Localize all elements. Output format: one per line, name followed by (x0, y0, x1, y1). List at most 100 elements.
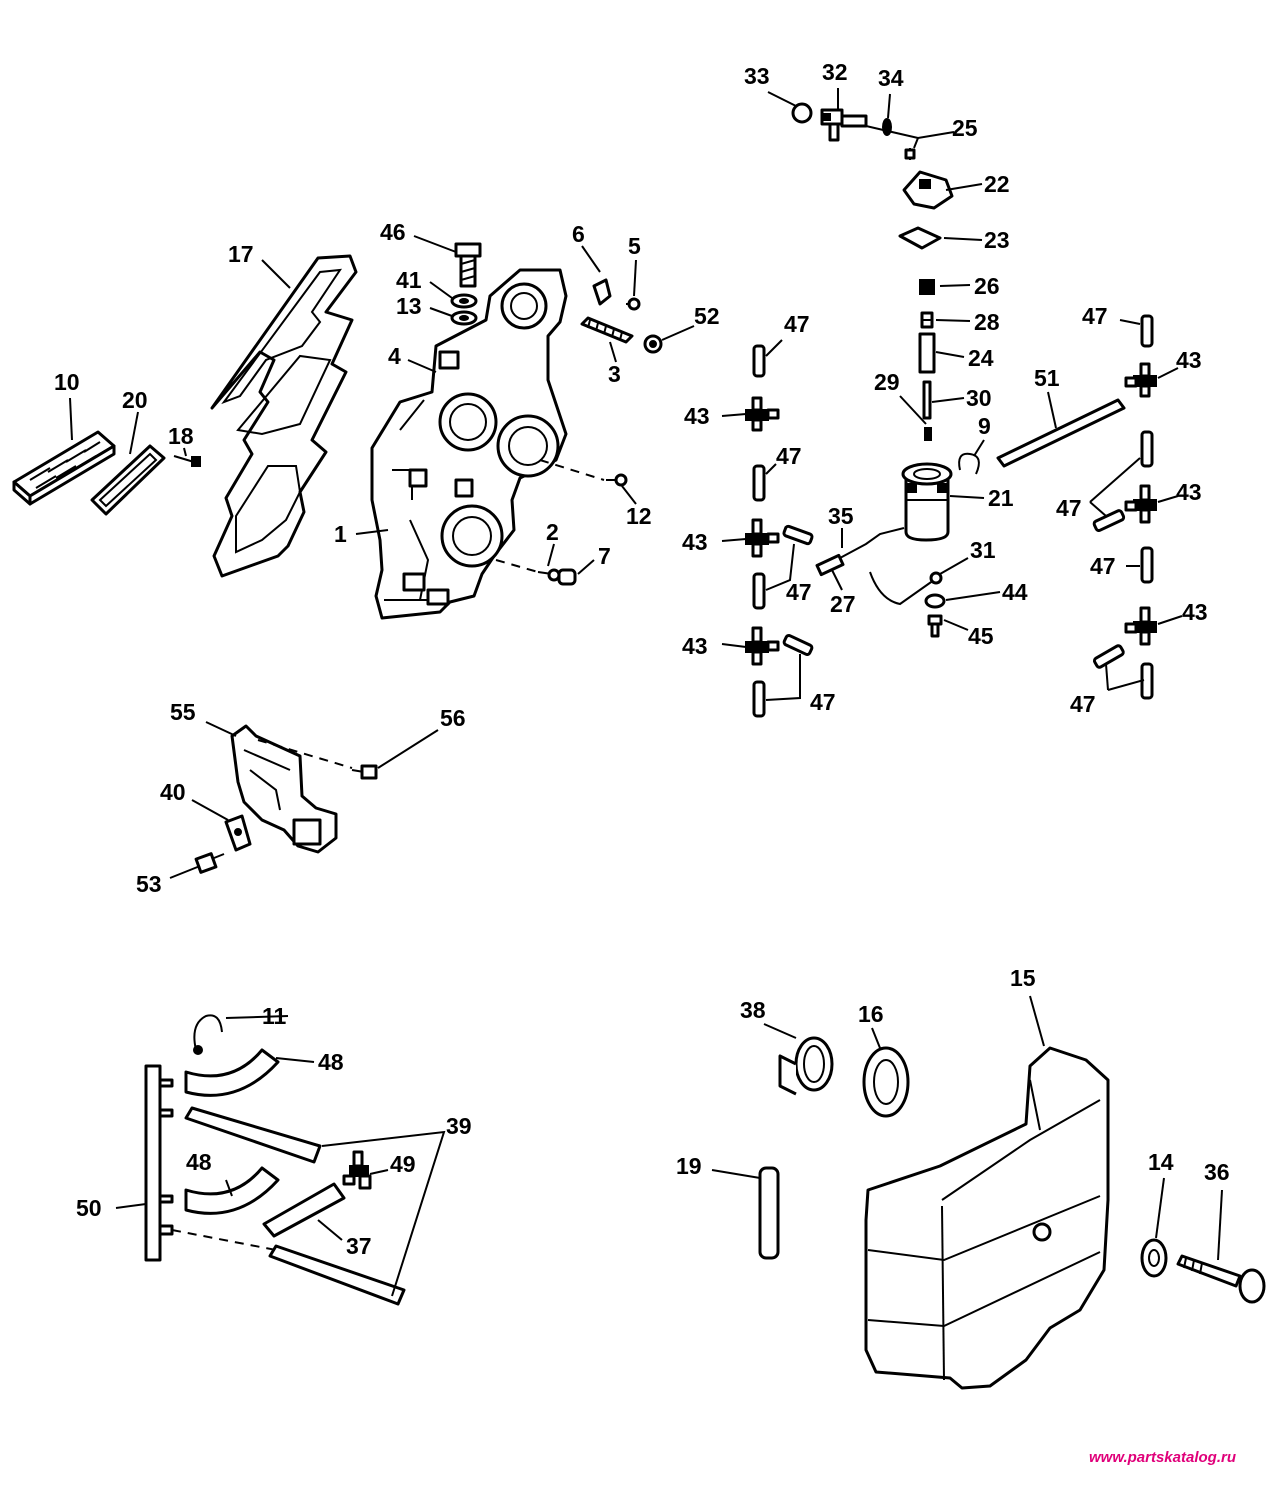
callout-17: 17 (228, 241, 254, 267)
callout-51: 51 (1034, 365, 1060, 391)
callout-47: 47 (810, 689, 836, 715)
part-49-fitting (342, 1150, 372, 1190)
dashed-line (539, 459, 605, 481)
callout-43: 43 (1176, 347, 1202, 373)
part-45-screw (927, 614, 943, 638)
callout-10: 10 (54, 369, 80, 395)
part-43-fitting (1124, 484, 1157, 524)
part-36-screw (1176, 1254, 1266, 1304)
callout-30: 30 (966, 385, 992, 411)
part-38-grommet (778, 1036, 834, 1096)
callout-44: 44 (1002, 579, 1028, 605)
callout-6: 6 (572, 221, 585, 247)
part-37-hose (262, 1182, 346, 1238)
callout-13: 13 (396, 293, 422, 319)
part-5-screw (626, 297, 641, 311)
part-48-elbow-hose (184, 1048, 280, 1097)
callout-16: 16 (858, 1001, 884, 1027)
leader-lines (69, 88, 1223, 1297)
part-56-screw (351, 764, 378, 780)
part-35-wire (839, 527, 905, 559)
part-47-hose (1092, 644, 1125, 669)
part-16-seal (862, 1046, 910, 1118)
part-7-cap (557, 568, 577, 586)
callout-29: 29 (874, 369, 900, 395)
part-3-stud (580, 316, 634, 344)
callout-55: 55 (170, 699, 196, 725)
part-31-lead (869, 571, 943, 606)
callout-7: 7 (598, 543, 611, 569)
callout-2: 2 (546, 519, 559, 545)
part-47-hose (752, 680, 766, 718)
part-25-screw (904, 148, 916, 160)
part-47-hose (1092, 509, 1126, 532)
dashed-line (257, 739, 353, 769)
part-18-screw (173, 455, 201, 467)
callout-3: 3 (608, 361, 621, 387)
part-1-housing (370, 268, 568, 620)
part-27-connector (815, 553, 845, 577)
part-43-fitting (745, 396, 780, 432)
callout-4: 4 (388, 343, 401, 369)
callout-50: 50 (76, 1195, 102, 1221)
callout-26: 26 (974, 273, 1000, 299)
part-12-screw (606, 473, 628, 487)
callout-19: 19 (676, 1153, 702, 1179)
callout-35: 35 (828, 503, 854, 529)
callout-43: 43 (1182, 599, 1208, 625)
callout-24: 24 (968, 345, 994, 371)
callout-41: 41 (396, 267, 422, 293)
part-22-bracket (902, 170, 954, 210)
callout-47: 47 (1070, 691, 1096, 717)
callout-40: 40 (160, 779, 186, 805)
part-50-manifold (144, 1064, 174, 1262)
part-43-fitting (1124, 362, 1157, 398)
part-47-hose (752, 572, 766, 610)
part-55-bracket (230, 724, 338, 854)
callout-48: 48 (318, 1049, 344, 1075)
part-52-nut (643, 334, 663, 354)
part-40-plate (224, 814, 252, 852)
part-53-screw (194, 852, 225, 874)
watermark-text: www.partskatalog.ru (1089, 1449, 1236, 1466)
callout-52: 52 (694, 303, 720, 329)
part-43-fitting (745, 518, 780, 558)
part-11-clamp (193, 1014, 223, 1055)
callout-47: 47 (1056, 495, 1082, 521)
part-32-fitting (820, 108, 868, 142)
callout-47: 47 (1082, 303, 1108, 329)
callout-31: 31 (970, 537, 996, 563)
part-20-reed-gasket (90, 444, 166, 516)
part-47-hose (1140, 546, 1154, 584)
callout-14: 14 (1148, 1149, 1174, 1175)
part-14-washer (1140, 1238, 1168, 1278)
part-29-spring (924, 427, 932, 441)
part-28-cap (920, 311, 934, 329)
callout-20: 20 (122, 387, 148, 413)
part-26-nut (919, 279, 935, 295)
part-43-fitting (1124, 606, 1157, 646)
part-47-hose (752, 344, 766, 378)
callout-27: 27 (830, 591, 856, 617)
callout-labels: 10 20 18 17 1 46 41 13 4 6 5 3 52 12 2 7… (54, 59, 1230, 1259)
callout-43: 43 (682, 633, 708, 659)
part-47-hose (782, 634, 814, 656)
part-44-washer (924, 593, 946, 609)
callout-43: 43 (684, 403, 710, 429)
callout-43: 43 (682, 529, 708, 555)
callout-36: 36 (1204, 1159, 1230, 1185)
part-10-reed-block (12, 430, 116, 506)
callout-12: 12 (626, 503, 652, 529)
part-34-o-ring (882, 118, 892, 136)
callout-28: 28 (974, 309, 1000, 335)
callout-15: 15 (1010, 965, 1036, 991)
part-43-fitting (745, 626, 780, 666)
callout-21: 21 (988, 485, 1014, 511)
callout-32: 32 (822, 59, 848, 85)
part-17-intake-gasket (210, 254, 358, 578)
part-9-clamp (958, 452, 980, 475)
part-39-hose (184, 1106, 322, 1164)
callout-38: 38 (740, 997, 766, 1023)
callout-47: 47 (784, 311, 810, 337)
